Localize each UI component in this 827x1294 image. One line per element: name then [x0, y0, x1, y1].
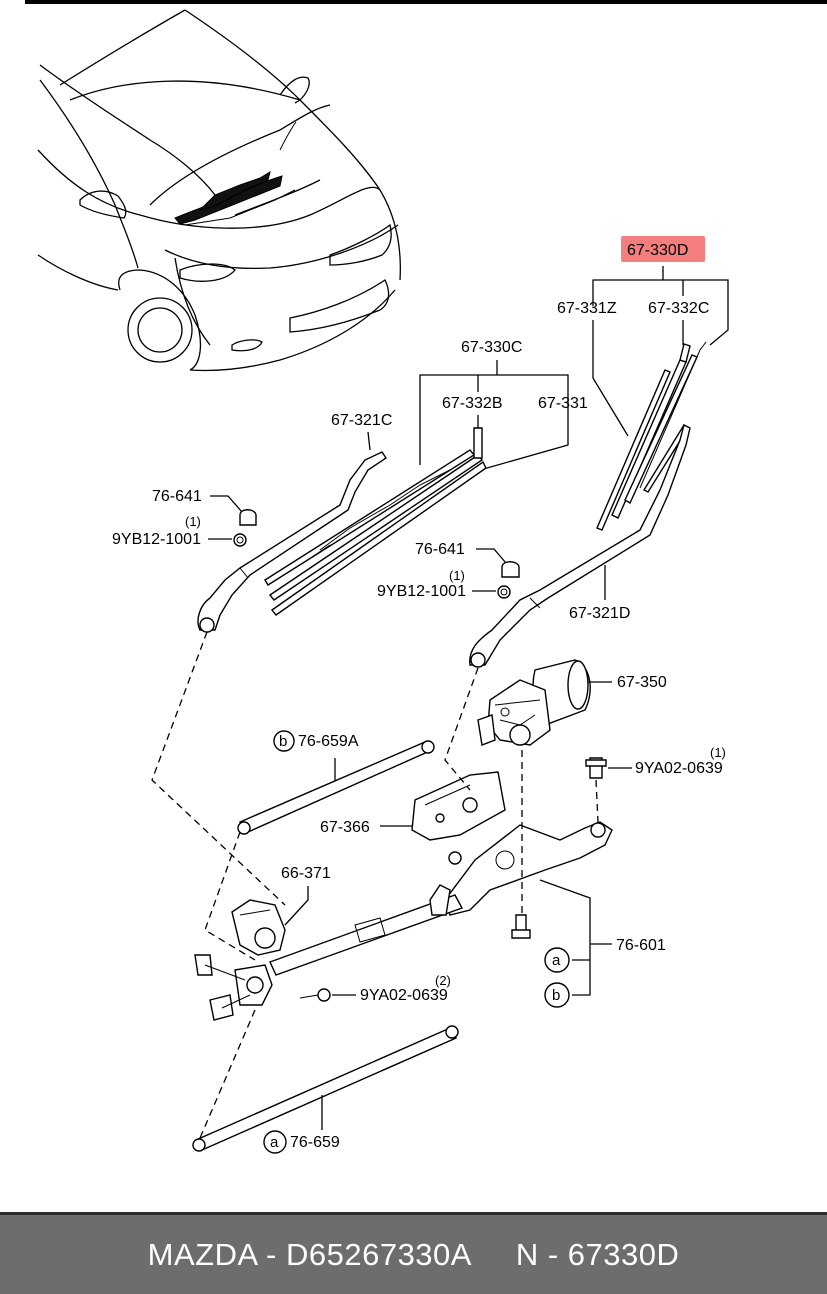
- callout-76-641-left[interactable]: 76-641: [152, 488, 202, 505]
- callout-76-601[interactable]: 76-601: [616, 937, 666, 954]
- highlight-box: [621, 236, 705, 262]
- qty-label-right-1: (1): [449, 568, 465, 583]
- callout-9yb12-1001-right[interactable]: 9YB12-1001: [377, 583, 466, 600]
- callout-67-332b[interactable]: 67-332B: [442, 395, 503, 412]
- callout-76-641-right[interactable]: 76-641: [415, 541, 465, 558]
- bolt-9ya02-0639-lower: [299, 988, 331, 1002]
- circle-label-a-2: [263, 1130, 287, 1154]
- cap-76-641-right: [501, 561, 520, 578]
- callout-66-371[interactable]: 66-371: [281, 865, 331, 882]
- circle-label-a-1-text: a: [552, 952, 561, 969]
- highlight-67-330d: [621, 236, 705, 262]
- nut-9yb12-1001-left: [233, 533, 247, 547]
- bracket-67-366: [411, 771, 506, 841]
- callout-67-366[interactable]: 67-366: [320, 819, 370, 836]
- circle-label-a-1: [544, 947, 570, 973]
- callout-67-330d[interactable]: 67-330D: [627, 242, 688, 259]
- linkage-frame-76-601: [269, 821, 613, 976]
- callout-67-332c[interactable]: 67-332C: [648, 300, 709, 317]
- footer-bar: MAZDA - D65267330A N - 67330D: [0, 1212, 827, 1294]
- callout-67-350[interactable]: 67-350: [617, 674, 667, 691]
- wiper-blade-driver: [264, 427, 487, 616]
- callout-9ya02-0639-lower[interactable]: 9YA02-0639: [360, 987, 448, 1004]
- lower-pivot-assembly: [194, 954, 273, 1021]
- bolt-lower-frame: [511, 914, 531, 939]
- callout-9ya02-0639-top[interactable]: 9YA02-0639: [635, 760, 723, 777]
- car-illustration: [37, 9, 401, 372]
- bolt-9ya02-0639-top: [585, 757, 607, 779]
- top-border: [25, 0, 827, 4]
- link-rod-76-659: [192, 1025, 459, 1152]
- circle-label-b-1-text: b: [279, 733, 287, 750]
- circle-label-a-2-text: a: [270, 1134, 279, 1151]
- cap-76-641-left: [239, 509, 257, 526]
- callout-67-321d[interactable]: 67-321D: [569, 605, 630, 622]
- circle-label-b-2-text: b: [552, 987, 560, 1004]
- circle-label-b-1: [273, 730, 295, 752]
- callout-76-659a[interactable]: 76-659A: [298, 733, 359, 750]
- callout-67-331[interactable]: 67-331: [538, 395, 588, 412]
- footer-part-number: MAZDA - D65267330A N - 67330D: [147, 1236, 680, 1272]
- callout-9yb12-1001-left[interactable]: 9YB12-1001: [112, 531, 201, 548]
- assembly-guide-lines: [151, 631, 599, 1139]
- qty-label-bolt-2: (2): [435, 973, 451, 988]
- callout-76-659[interactable]: 76-659: [290, 1134, 340, 1151]
- qty-label-left-1: (1): [185, 514, 201, 529]
- qty-label-bolt-1: (1): [710, 745, 726, 760]
- wiper-motor: [477, 659, 591, 746]
- wiper-arm-passenger: [469, 423, 691, 668]
- callout-67-330c[interactable]: 67-330C: [461, 339, 522, 356]
- callout-67-321c[interactable]: 67-321C: [331, 412, 392, 429]
- nut-9yb12-1001-right: [497, 585, 511, 599]
- wiper-blade-passenger: [596, 341, 707, 531]
- link-rod-76-659a: [237, 740, 435, 835]
- callout-67-331z[interactable]: 67-331Z: [557, 300, 617, 317]
- pivot-66-371: [231, 899, 286, 956]
- circle-label-b-2: [544, 982, 570, 1008]
- wiper-assembly-diagram: 67-330D 67-331Z 67-332C 67-330C 67-332B …: [37, 9, 729, 1154]
